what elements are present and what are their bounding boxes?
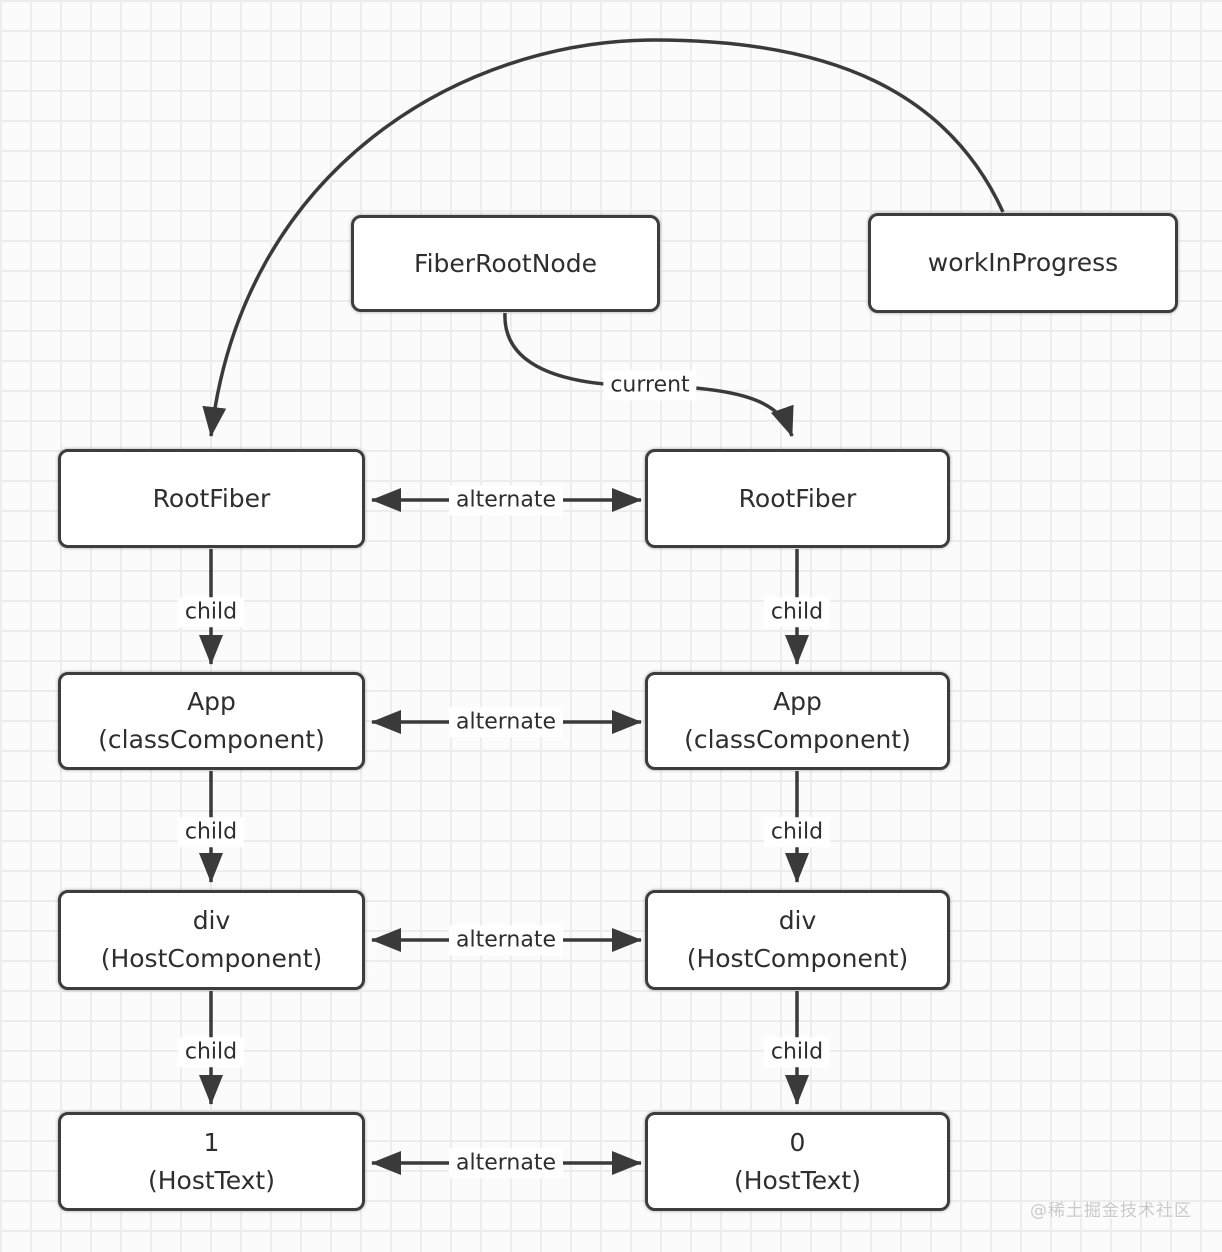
edge-label-current: current bbox=[603, 370, 697, 400]
edge-workinprogress-to-left-rootfiber bbox=[202, 38, 1005, 437]
edge-label-alternate: alternate bbox=[449, 1148, 563, 1178]
node-sublabel: (HostText) bbox=[148, 1165, 275, 1195]
node-label: div bbox=[778, 906, 817, 935]
node-left-app: App (classComponent) bbox=[58, 672, 365, 770]
edge-label-child: child bbox=[177, 597, 245, 627]
node-label: 1 bbox=[203, 1127, 220, 1157]
edge-label-child: child bbox=[177, 1037, 245, 1067]
node-sublabel: (HostComponent) bbox=[686, 944, 909, 973]
node-left-div: div (HostComponent) bbox=[58, 890, 365, 990]
watermark: @稀土掘金技术社区 bbox=[1030, 1201, 1192, 1221]
node-sublabel: (HostText) bbox=[734, 1165, 861, 1195]
edge-label-child: child bbox=[763, 817, 831, 847]
node-work-in-progress: workInProgress bbox=[868, 213, 1178, 313]
node-label: workInProgress bbox=[927, 248, 1119, 277]
node-sublabel: (classComponent) bbox=[684, 725, 911, 754]
node-sublabel: (classComponent) bbox=[98, 725, 325, 754]
node-sublabel: (HostComponent) bbox=[100, 944, 323, 973]
edge-label-alternate: alternate bbox=[449, 925, 563, 955]
node-label: div bbox=[192, 906, 231, 935]
edge-label-alternate: alternate bbox=[449, 707, 563, 737]
node-label: RootFiber bbox=[738, 483, 857, 513]
node-label: RootFiber bbox=[152, 483, 271, 513]
node-right-rootfiber: RootFiber bbox=[645, 449, 950, 548]
edge-label-child: child bbox=[763, 597, 831, 627]
node-right-hosttext: 0 (HostText) bbox=[645, 1112, 950, 1211]
edge-label-child: child bbox=[177, 817, 245, 847]
node-left-hosttext: 1 (HostText) bbox=[58, 1112, 365, 1211]
node-label: FiberRootNode bbox=[414, 248, 597, 278]
node-fiber-root-node: FiberRootNode bbox=[351, 215, 660, 312]
edge-label-alternate: alternate bbox=[449, 485, 563, 515]
node-right-app: App (classComponent) bbox=[645, 672, 950, 770]
node-label: App bbox=[187, 687, 236, 716]
node-right-div: div (HostComponent) bbox=[645, 890, 950, 990]
edge-label-child: child bbox=[763, 1037, 831, 1067]
node-label: App bbox=[773, 687, 822, 716]
node-left-rootfiber: RootFiber bbox=[58, 449, 365, 548]
node-label: 0 bbox=[789, 1127, 806, 1157]
